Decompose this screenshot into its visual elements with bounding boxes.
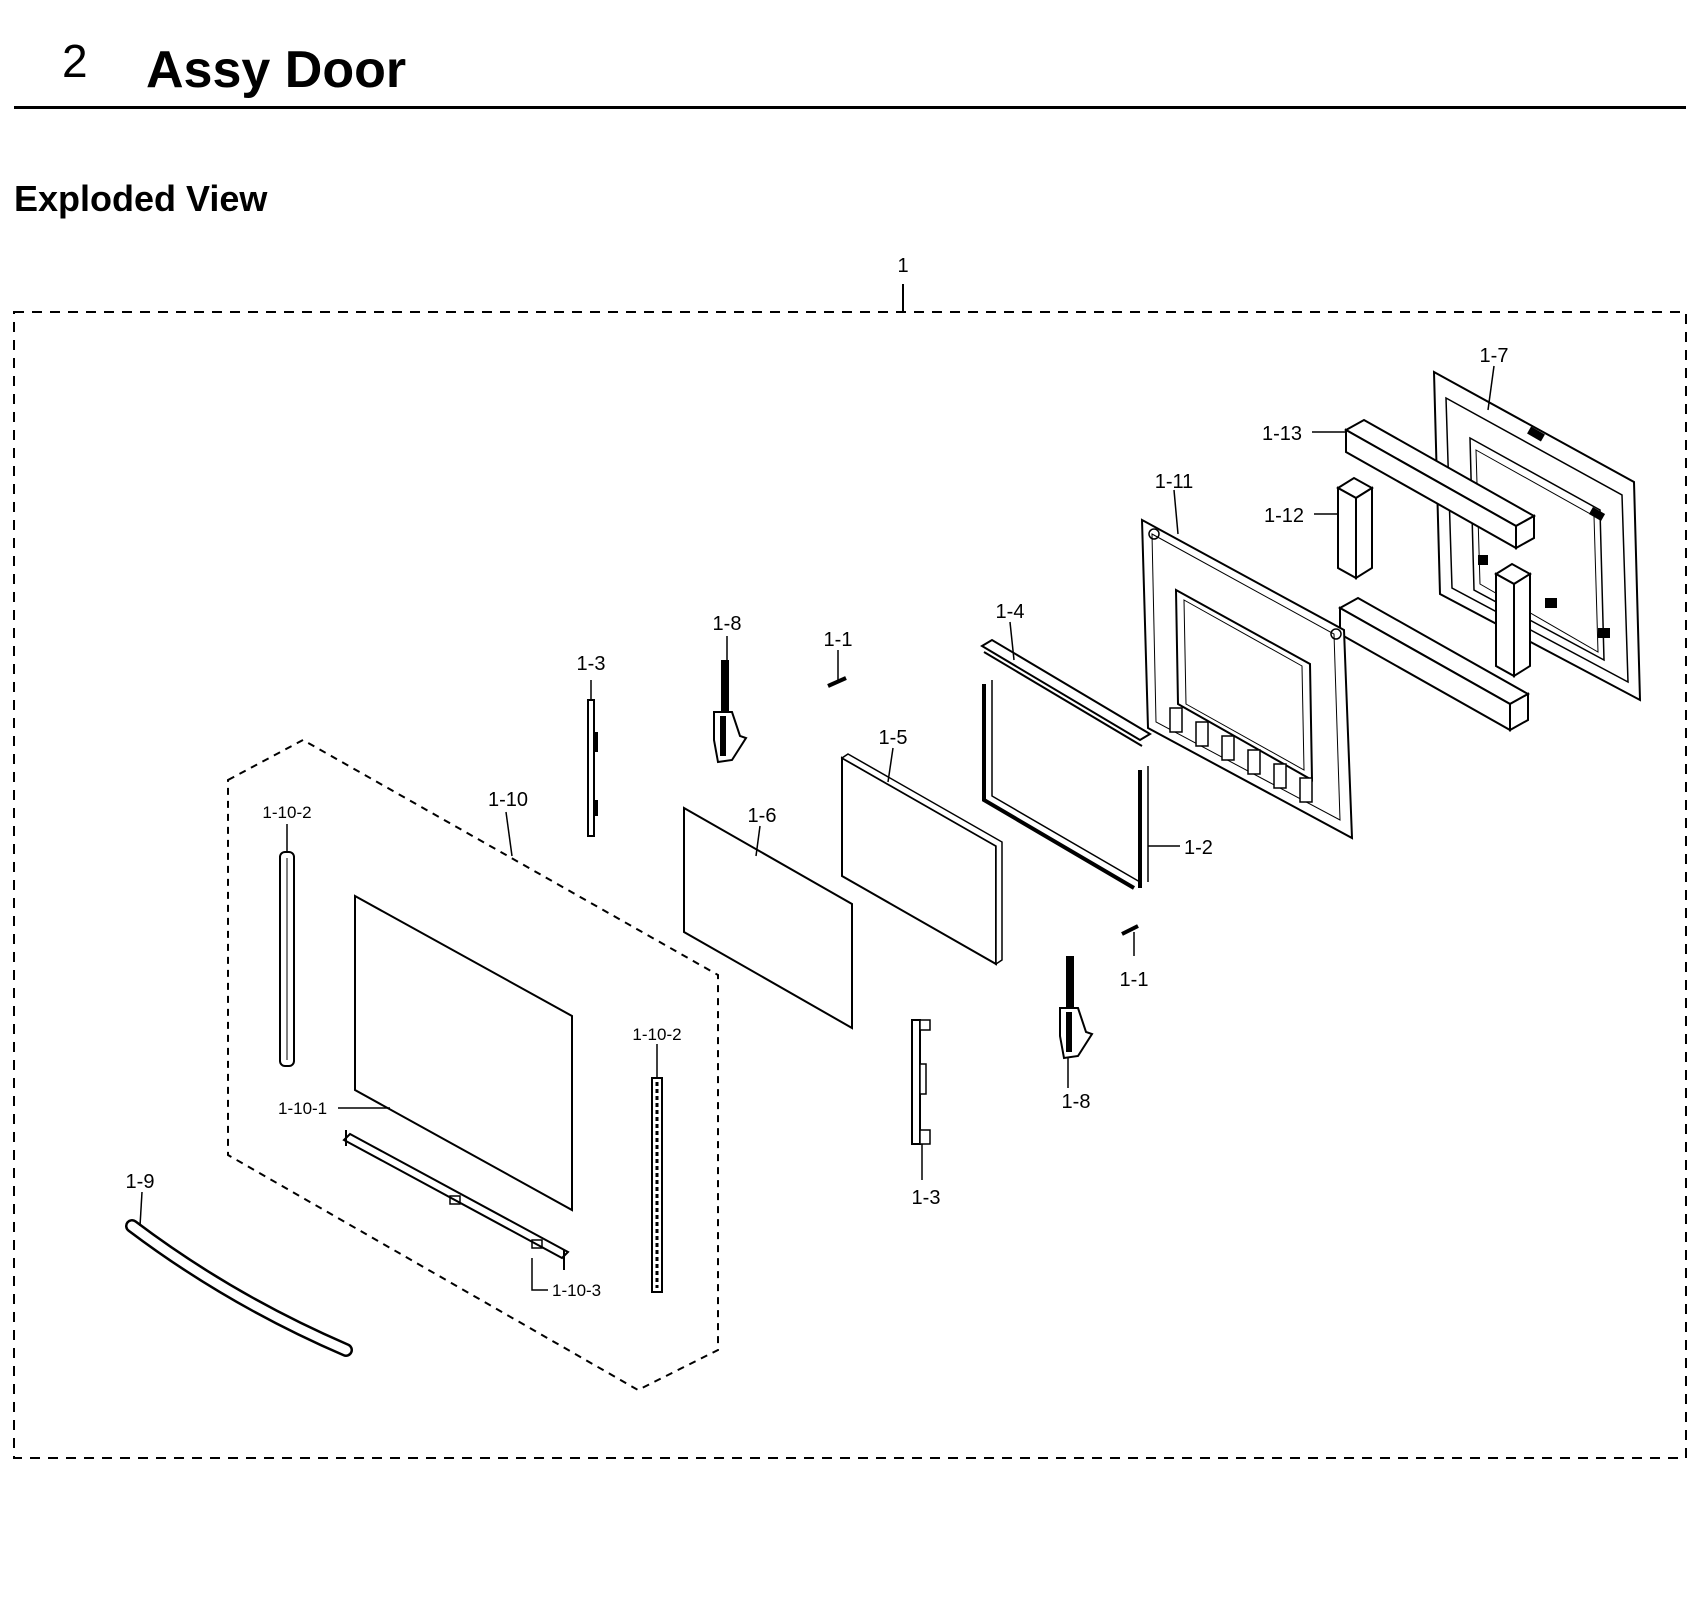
part-1-8-lower-hinge bbox=[1059, 956, 1094, 1060]
section-number: 2 bbox=[62, 35, 88, 87]
part-1-10-3-bracket bbox=[342, 1130, 570, 1270]
part-1-13-insulation-bar bbox=[1343, 418, 1537, 550]
label-1-8-lower: 1-8 bbox=[1062, 1091, 1091, 1113]
part-1-10-1-outer-glass bbox=[354, 894, 573, 1212]
assembly-label: 1 bbox=[897, 255, 908, 277]
part-1-11-inner-panel bbox=[1140, 518, 1354, 840]
part-insulation-block-right bbox=[1494, 562, 1532, 678]
part-1-7-rear-frame bbox=[1432, 370, 1642, 702]
label-1-1-upper: 1-1 bbox=[824, 629, 853, 651]
label-1-10-1: 1-10-1 bbox=[278, 1099, 327, 1118]
label-1-10-2-left: 1-10-2 bbox=[262, 803, 311, 822]
part-1-3-lower-bracket bbox=[911, 1019, 931, 1145]
part-1-5-middle-glass bbox=[840, 753, 1003, 966]
label-1-12: 1-12 bbox=[1264, 505, 1304, 527]
part-1-8-upper-hinge bbox=[713, 660, 748, 764]
part-1-10-2-left-trim bbox=[279, 851, 295, 1067]
label-1-4: 1-4 bbox=[996, 601, 1025, 623]
label-1-6: 1-6 bbox=[748, 805, 777, 827]
part-1-1-screw-upper bbox=[827, 668, 847, 688]
label-1-13: 1-13 bbox=[1262, 423, 1302, 445]
part-1-9-handle bbox=[125, 1219, 353, 1357]
part-insulation-bar-lower bbox=[1337, 596, 1531, 732]
section-title: Assy Door bbox=[146, 41, 407, 99]
label-1-2: 1-2 bbox=[1184, 837, 1213, 859]
leader-lines bbox=[139, 365, 1495, 1291]
title-divider bbox=[14, 106, 1686, 109]
part-1-12-insulation-block bbox=[1336, 476, 1374, 580]
label-1-8-upper: 1-8 bbox=[713, 613, 742, 635]
label-1-3-upper: 1-3 bbox=[577, 653, 606, 675]
label-1-10-3: 1-10-3 bbox=[552, 1281, 601, 1300]
label-1-10-2-right: 1-10-2 bbox=[632, 1025, 681, 1044]
label-1-7: 1-7 bbox=[1480, 345, 1509, 367]
label-1-11: 1-11 bbox=[1155, 471, 1194, 493]
part-labels: 1-7 1-13 1-12 1-11 1-4 1-1 1-8 1-3 1-5 1… bbox=[126, 345, 1509, 1300]
subassembly-1-10-boundary bbox=[227, 738, 719, 1392]
part-1-1-screw-lower bbox=[1121, 924, 1139, 936]
part-1-6-inner-glass bbox=[683, 806, 853, 1030]
part-1-2-glass-frame bbox=[982, 680, 1149, 890]
part-1-4-top-channel bbox=[980, 638, 1152, 747]
subtitle: Exploded View bbox=[14, 178, 268, 219]
assembly-boundary: 1 bbox=[13, 255, 1687, 1459]
label-1-10: 1-10 bbox=[488, 789, 528, 811]
part-1-3-upper-bracket bbox=[587, 699, 598, 837]
part-1-10-2-right-trim bbox=[651, 1077, 663, 1293]
label-1-1-lower: 1-1 bbox=[1120, 969, 1149, 991]
label-1-9: 1-9 bbox=[126, 1171, 155, 1193]
label-1-5: 1-5 bbox=[879, 727, 908, 749]
label-1-3-lower: 1-3 bbox=[912, 1187, 941, 1209]
